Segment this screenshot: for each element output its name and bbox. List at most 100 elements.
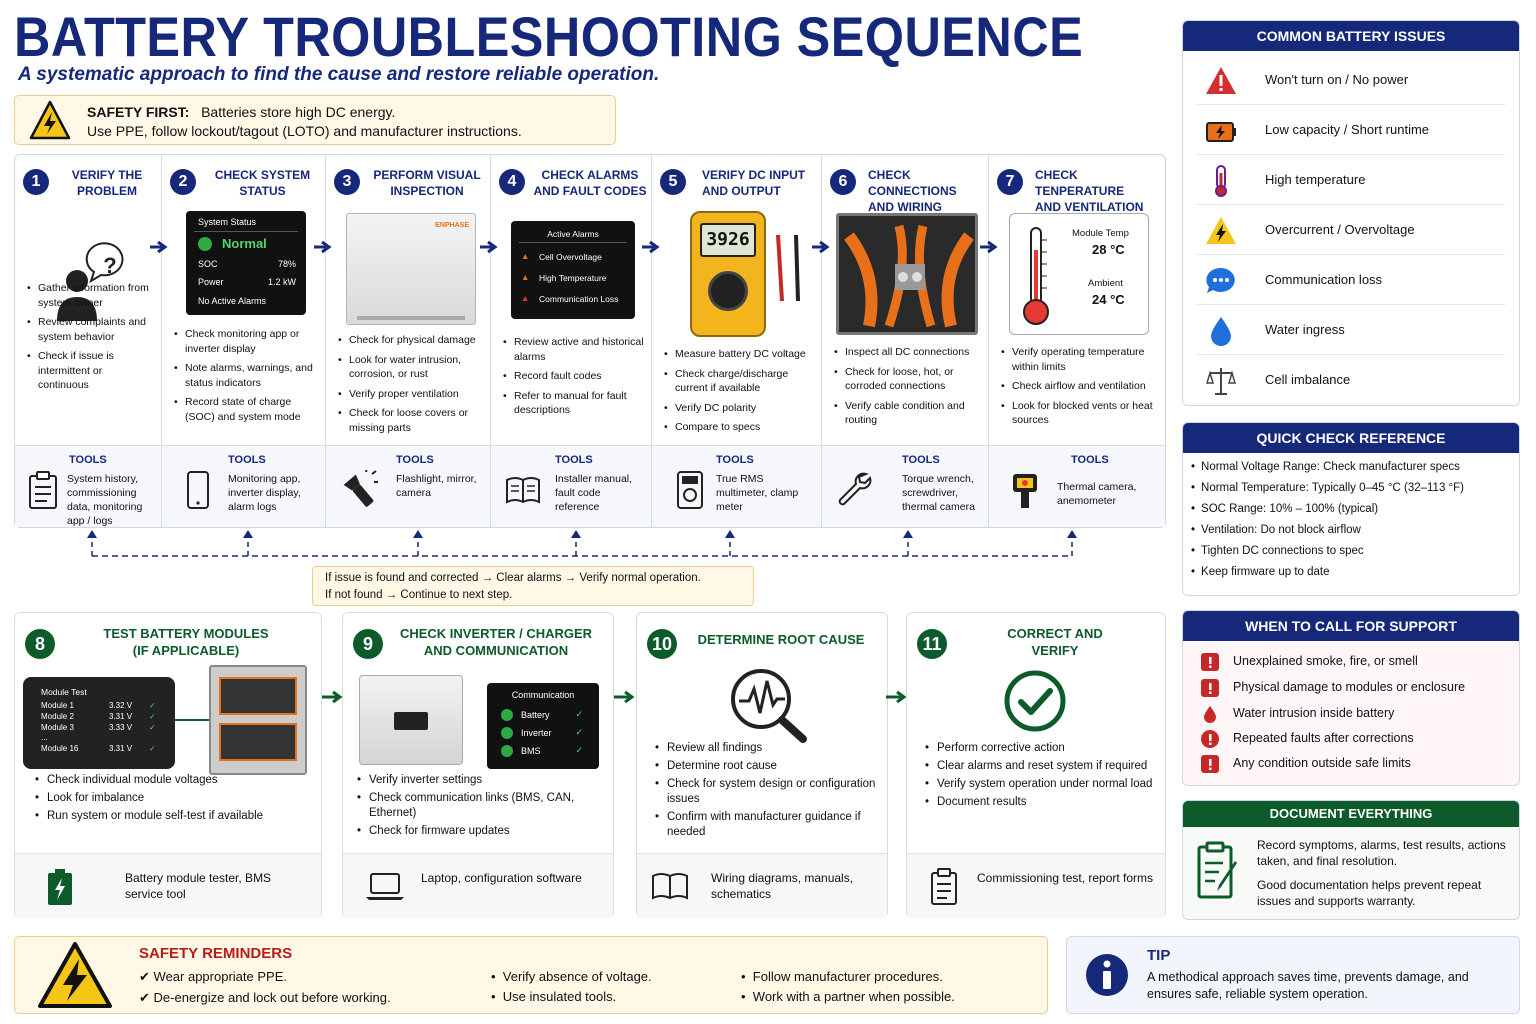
document-edit-icon [1197,841,1237,899]
chat-icon [1206,267,1235,293]
check-circle-icon [198,237,212,251]
step-number: 10 [647,629,677,659]
quick-ref-item: SOC Range: 10% – 100% (typical) [1191,503,1378,515]
bullet: Check if issue is intermittent or contin… [25,349,155,393]
check-icon: ✓ [149,701,156,710]
scale-icon [1205,368,1237,395]
bullet: Determine root cause [653,759,879,774]
common-issues-panel: COMMON BATTERY ISSUES Won't turn on / No… [1182,20,1520,406]
tools-text: Wiring diagrams, manuals, schematics [711,871,854,901]
bullet: Verify operating temperature within limi… [999,345,1159,374]
open-book-icon [652,873,688,900]
comm-item: BMS [521,746,541,756]
tip-text: A methodical approach saves time, preven… [1147,970,1469,1001]
flashlight-icon [343,470,378,507]
book-icon [506,477,540,504]
wrench-icon [838,472,872,506]
module-voltage: 3.31 V [109,744,133,753]
step-title: INSPECTION [390,184,464,198]
arrow-right-icon [314,240,332,254]
panel-title: COMMON BATTERY ISSUES [1183,21,1519,51]
laptop-icon [366,873,404,900]
module-name: Module 16 [41,744,79,753]
thermometer-icon [1023,227,1049,325]
tools-label: TOOLS [69,454,107,466]
step-title: AND WIRING [868,200,942,214]
step-title: CHECK INVERTER / CHARGER [399,626,593,641]
support-label: Water intrusion inside battery [1233,706,1395,720]
module-name: Module 1 [41,701,74,710]
warning-icon: ▲ [521,251,530,261]
tools-text: True RMS multimeter, clamp meter [716,473,799,513]
panel-title: QUICK CHECK REFERENCE [1183,423,1519,453]
panel-title: DOCUMENT EVERYTHING [1183,801,1519,827]
active-alarms-screen: Active Alarms ▲ Cell Overvoltage ▲ High … [511,221,635,319]
bullet: Check for system design or configuration… [653,777,879,807]
warning-icon: ▲ [521,293,530,303]
quick-ref-item: Keep firmware up to date [1191,566,1330,578]
power-label: Power [198,277,224,287]
battery-icon [48,869,72,905]
inverter-image [359,675,463,765]
step-title: PROBLEM [77,184,137,198]
alarm-item: Communication Loss [539,294,619,304]
check-icon: ✓ [149,723,156,732]
step-title: VERIFY DC INPUT [702,168,806,182]
step-10: 10 DETERMINE ROOT CAUSE Review all findi… [636,612,888,918]
document-panel: DOCUMENT EVERYTHING Record symptoms, ala… [1182,800,1520,920]
brand-label: ENPHASE [435,222,469,229]
issue-label: Low capacity / Short runtime [1265,122,1430,137]
tools-text: Flashlight, mirror, camera [396,473,477,499]
step-number: 5 [660,169,686,195]
tip-title: TIP [1147,947,1171,964]
bullet: Look for blocked vents or heat sources [999,399,1159,428]
bullet: Check for loose covers or missing parts [336,406,484,435]
bullet: Look for imbalance [33,791,311,806]
wiring-photo [836,213,978,335]
reminder-item: ✔ De-energize and lock out before workin… [139,990,391,1006]
ambient-value: 24 °C [1092,292,1125,307]
reminder-text: Use insulated tools. [502,989,617,1004]
test-leads-icon [776,234,800,302]
step-title: CORRECT AND [1007,626,1103,641]
module-voltage: 3.31 V [109,712,133,721]
reminder-text: Follow manufacturer procedures. [752,969,943,984]
screen-header: Communication [511,690,575,700]
tools-text: System history, commissioning data, moni… [67,473,143,527]
issue-item: Overcurrent / Overvoltage [1197,205,1505,255]
info-icon [1086,954,1128,996]
meter-dial[interactable] [708,271,748,311]
check-circle-icon [501,709,513,721]
module-temp-label: Module Temp [1072,228,1129,239]
comm-item: Inverter [521,728,552,738]
dc-cables-image [844,224,974,328]
issue-label: Communication loss [1265,272,1383,287]
quick-ref-item: Normal Voltage Range: Check manufacturer… [1191,461,1460,473]
page-subtitle: A systematic approach to find the cause … [18,64,660,85]
bullet: Verify inverter settings [355,773,603,788]
check-circle-icon [1004,670,1066,732]
check-circle-icon [501,727,513,739]
arrow-right-icon [480,240,498,254]
call-support-panel: WHEN TO CALL FOR SUPPORT Unexplained smo… [1182,610,1520,786]
reminder-item: • Work with a partner when possible. [741,989,955,1004]
arrow-right-icon [886,690,907,704]
step-title: (IF APPLICABLE) [132,643,240,658]
bullet: Verify cable condition and routing [832,399,982,428]
quick-ref-item: Normal Temperature: Typically 0–45 °C (3… [1191,482,1464,494]
bullet: Review complaints and system behavior [25,315,155,344]
thermometer-icon [1215,165,1227,197]
feedback-note: If issue is found and corrected → Clear … [312,566,754,606]
step-title: CHECK TENPERATURE [1035,168,1125,198]
comm-item: Battery [521,710,550,720]
module-temp-value: 28 °C [1092,242,1125,257]
battery-icon [1206,122,1236,142]
reminder-text: Verify absence of voltage. [502,969,652,984]
step-title: CHECK ALARMS [541,168,639,182]
step-title: CHECK SYSTEM [214,168,311,182]
step-title: AND COMMUNICATION [423,643,569,658]
screen-header: System Status [198,217,257,227]
